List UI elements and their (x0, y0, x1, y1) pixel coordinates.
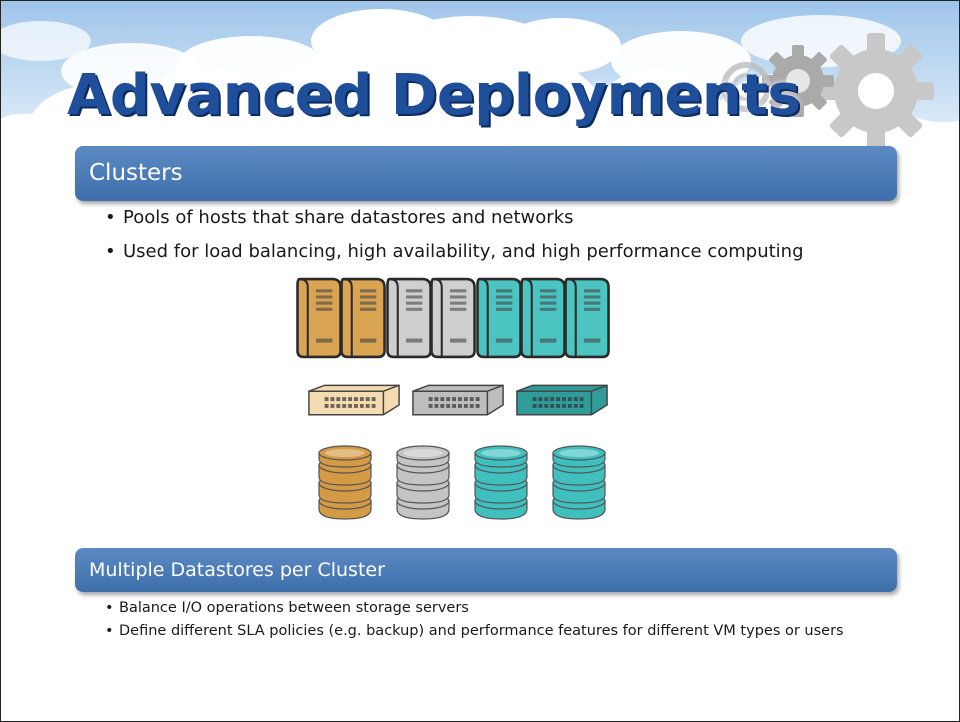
cluster-illustration (296, 277, 610, 520)
page-title: Advanced Deployments (67, 63, 801, 128)
gears-icon (721, 33, 934, 149)
section-header-clusters: Clusters (75, 146, 897, 201)
list-item: • Pools of hosts that share datastores an… (105, 205, 804, 239)
bullet-text: Balance I/O operations between storage s… (119, 600, 469, 616)
datastores-bullet-list: • Balance I/O operations between storage … (105, 598, 905, 644)
server-icon (340, 277, 386, 359)
network-switch-icon (308, 384, 400, 416)
server-icon (386, 277, 432, 359)
network-switch-icon (516, 384, 608, 416)
server-icon (564, 277, 610, 359)
bullet-icon: • (105, 600, 114, 616)
server-icon (296, 277, 342, 359)
database-icon (552, 445, 606, 520)
server-icon (520, 277, 566, 359)
clusters-bullet-list: • Pools of hosts that share datastores an… (105, 205, 804, 273)
network-switch-icon (412, 384, 504, 416)
server-icon (430, 277, 476, 359)
bullet-text: Pools of hosts that share datastores and… (123, 207, 574, 228)
section-heading: Clusters (89, 160, 183, 186)
list-item: • Balance I/O operations between storage … (105, 598, 905, 618)
list-item: • Used for load balancing, high availabil… (105, 239, 804, 273)
server-icon (476, 277, 522, 359)
database-icon (318, 445, 372, 520)
bullet-icon: • (105, 623, 114, 639)
database-icon (474, 445, 528, 520)
bullet-icon: • (105, 207, 116, 228)
bullet-text: Used for load balancing, high availabili… (123, 241, 804, 262)
section-header-datastores: Multiple Datastores per Cluster (75, 548, 897, 592)
list-item: • Define different SLA policies (e.g. bac… (105, 621, 905, 641)
cloud-background (1, 1, 959, 171)
bullet-icon: • (105, 241, 116, 262)
section-heading: Multiple Datastores per Cluster (89, 559, 385, 581)
database-icon (396, 445, 450, 520)
bullet-text: Define different SLA policies (e.g. back… (119, 623, 844, 639)
